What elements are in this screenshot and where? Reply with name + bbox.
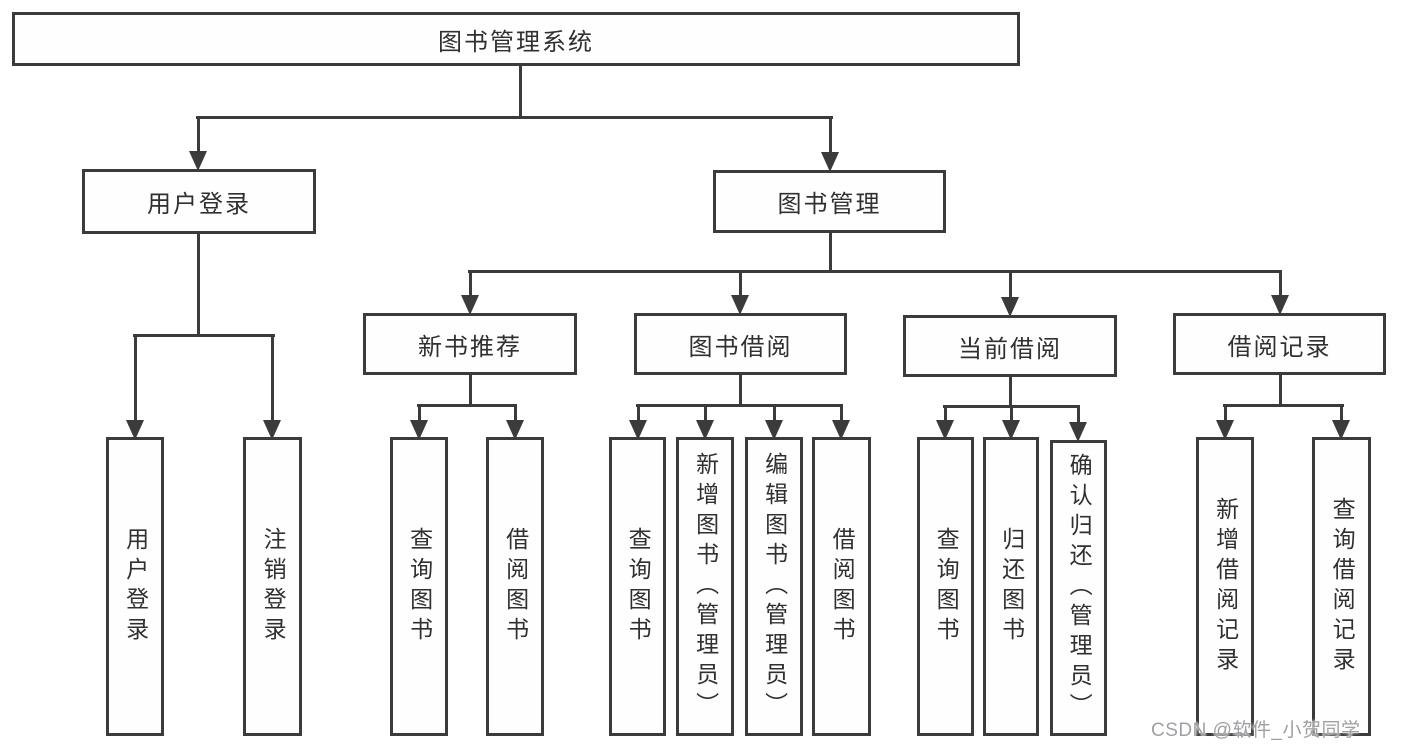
connector-line bbox=[134, 335, 137, 422]
leaf-edit-book-admin: 编辑图书（管理员） bbox=[745, 437, 803, 736]
leaf-confirm-return-admin-label: 确认归还（管理员） bbox=[1066, 453, 1093, 723]
connector-line bbox=[271, 335, 274, 422]
node-borrowing-records: 借阅记录 bbox=[1173, 313, 1386, 375]
node-book-borrowing-label: 图书借阅 bbox=[688, 333, 793, 361]
leaf-confirm-return-admin: 确认归还（管理员） bbox=[1050, 440, 1107, 736]
connector-line bbox=[840, 405, 843, 422]
node-user-login-label: 用户登录 bbox=[147, 191, 251, 218]
connector-arrowhead bbox=[1069, 422, 1087, 442]
connector-line bbox=[704, 405, 707, 422]
node-new-book-recommend: 新书推荐 bbox=[363, 313, 577, 375]
leaf-logout: 注销登录 bbox=[243, 437, 302, 736]
leaf-logout-label: 注销登录 bbox=[260, 526, 287, 647]
leaf-query-borrow-record-label: 查询借阅记录 bbox=[1329, 496, 1356, 677]
connector-line bbox=[773, 405, 776, 422]
connector-line bbox=[944, 406, 947, 422]
connector-arrowhead bbox=[765, 420, 783, 440]
leaf-return-books: 归还图书 bbox=[983, 437, 1039, 736]
connector-arrowhead bbox=[936, 420, 954, 440]
connector-line bbox=[197, 117, 200, 153]
connector-arrowhead bbox=[461, 295, 479, 315]
connector-arrowhead bbox=[506, 420, 524, 440]
leaf-add-borrow-record: 新增借阅记录 bbox=[1196, 437, 1254, 736]
leaf-add-book-admin-label: 新增图书（管理员） bbox=[692, 451, 719, 722]
connector-arrowhead bbox=[1002, 420, 1020, 440]
connector-line bbox=[417, 404, 517, 407]
connector-arrowhead bbox=[1216, 420, 1234, 440]
leaf-add-borrow-record-label: 新增借阅记录 bbox=[1212, 496, 1239, 677]
leaf-borrow-books-1-label: 借阅图书 bbox=[502, 526, 529, 647]
leaf-query-books-2: 查询图书 bbox=[609, 437, 666, 736]
connector-arrowhead bbox=[832, 420, 850, 440]
connector-arrowhead bbox=[731, 295, 749, 315]
connector-arrowhead bbox=[1332, 420, 1350, 440]
connector-line bbox=[1223, 404, 1344, 407]
node-book-management-label: 图书管理 bbox=[777, 191, 882, 218]
connector-line bbox=[739, 373, 742, 407]
leaf-add-book-admin: 新增图书（管理员） bbox=[676, 437, 734, 736]
connector-line bbox=[196, 116, 833, 119]
connector-line bbox=[418, 405, 421, 422]
node-root-label: 图书管理系统 bbox=[438, 28, 594, 56]
leaf-query-books-1-label: 查询图书 bbox=[406, 526, 433, 647]
connector-line bbox=[1009, 375, 1012, 408]
node-current-borrowing-label: 当前借阅 bbox=[958, 335, 1062, 363]
connector-line bbox=[1224, 405, 1227, 422]
leaf-edit-book-admin-label: 编辑图书（管理员） bbox=[761, 451, 788, 722]
node-book-borrowing: 图书借阅 bbox=[634, 313, 847, 375]
connector-line bbox=[514, 405, 517, 422]
leaf-query-books-1: 查询图书 bbox=[390, 437, 448, 736]
connector-line bbox=[829, 117, 832, 154]
connector-line bbox=[636, 404, 843, 407]
connector-line bbox=[469, 373, 472, 407]
connector-arrowhead bbox=[821, 152, 839, 172]
leaf-user-login-label: 用户登录 bbox=[122, 526, 149, 647]
node-borrowing-records-label: 借阅记录 bbox=[1227, 333, 1332, 361]
connector-line bbox=[1279, 373, 1282, 407]
connector-line bbox=[519, 64, 522, 119]
connector-arrowhead bbox=[1001, 297, 1019, 317]
leaf-borrow-books-2-label: 借阅图书 bbox=[829, 526, 856, 647]
leaf-query-borrow-record: 查询借阅记录 bbox=[1312, 437, 1371, 736]
connector-line bbox=[1340, 405, 1343, 422]
connector-arrowhead bbox=[696, 420, 714, 440]
connector-arrowhead bbox=[189, 151, 207, 171]
connector-arrowhead bbox=[1271, 295, 1289, 315]
connector-line bbox=[637, 405, 640, 422]
node-new-book-recommend-label: 新书推荐 bbox=[418, 333, 522, 361]
connector-line bbox=[469, 271, 472, 297]
connector-arrowhead bbox=[263, 420, 281, 440]
connector-line bbox=[1279, 271, 1282, 297]
connector-line bbox=[468, 270, 1282, 273]
connector-line bbox=[1077, 406, 1080, 424]
node-root: 图书管理系统 bbox=[12, 12, 1020, 66]
leaf-borrow-books-2: 借阅图书 bbox=[812, 437, 871, 736]
leaf-borrow-books-1: 借阅图书 bbox=[486, 437, 544, 736]
node-book-management: 图书管理 bbox=[713, 170, 946, 233]
node-user-login: 用户登录 bbox=[82, 169, 316, 234]
connector-arrowhead bbox=[126, 420, 144, 440]
csdn-watermark: CSDN @软件_小贺同学 bbox=[1151, 720, 1361, 741]
connector-line bbox=[739, 271, 742, 297]
connector-line bbox=[1010, 406, 1013, 422]
node-current-borrowing: 当前借阅 bbox=[903, 315, 1117, 377]
connector-line bbox=[197, 232, 200, 337]
leaf-query-books-3-label: 查询图书 bbox=[933, 526, 960, 647]
connector-line bbox=[1009, 271, 1012, 299]
connector-line bbox=[829, 231, 832, 273]
connector-line bbox=[133, 334, 275, 337]
leaf-return-books-label: 归还图书 bbox=[998, 526, 1025, 647]
connector-arrowhead bbox=[629, 420, 647, 440]
connector-arrowhead bbox=[410, 420, 428, 440]
leaf-query-books-3: 查询图书 bbox=[917, 437, 974, 736]
leaf-user-login: 用户登录 bbox=[106, 437, 164, 736]
leaf-query-books-2-label: 查询图书 bbox=[625, 526, 652, 647]
